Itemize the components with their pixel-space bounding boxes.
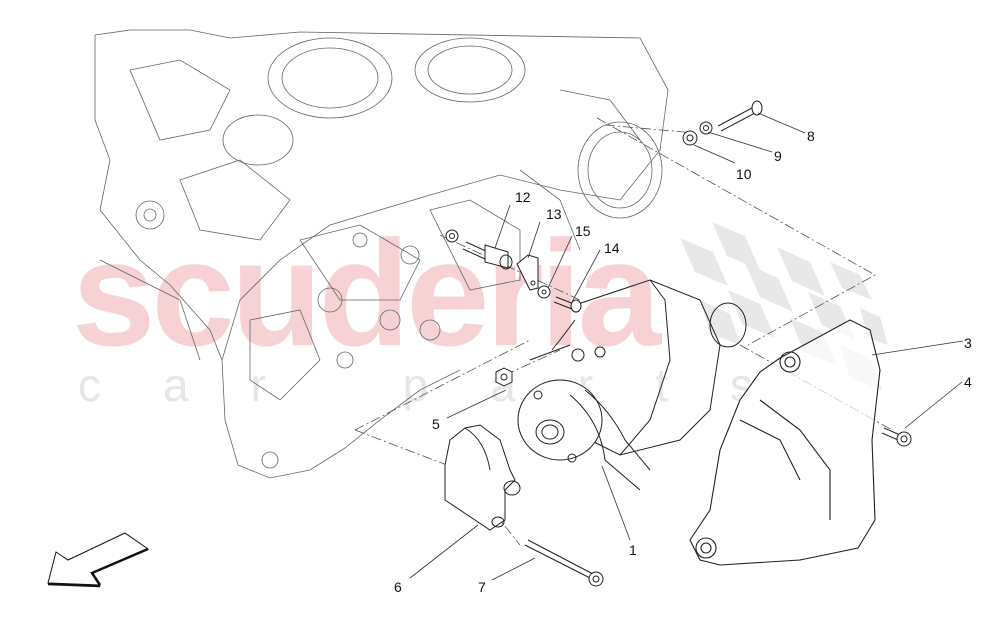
long-bolt	[524, 539, 604, 587]
callout-13[interactable]: 13	[546, 206, 562, 222]
shield-bolt	[881, 427, 912, 447]
watermark-subtitle: car parts	[78, 359, 815, 411]
starter-motor	[517, 279, 747, 491]
nut	[495, 367, 513, 387]
engine-block	[94, 29, 669, 479]
terminal-cover	[444, 424, 521, 531]
callout-14[interactable]: 14	[604, 240, 620, 256]
callout-15[interactable]: 15	[575, 223, 591, 239]
heat-shield	[689, 319, 881, 566]
callout-4[interactable]: 4	[964, 374, 972, 390]
callout-5[interactable]: 5	[432, 416, 440, 432]
callout-10[interactable]: 10	[736, 166, 752, 182]
callout-3[interactable]: 3	[964, 335, 972, 351]
callout-12[interactable]: 12	[515, 189, 531, 205]
bracket-hardware	[445, 229, 582, 313]
callout-6[interactable]: 6	[394, 579, 402, 595]
bolt-8-washers	[682, 100, 763, 146]
callout-7[interactable]: 7	[478, 579, 486, 595]
callout-8[interactable]: 8	[807, 128, 815, 144]
callout-1[interactable]: 1	[629, 542, 637, 558]
callout-9[interactable]: 9	[774, 148, 782, 164]
orientation-arrow	[47, 532, 150, 588]
